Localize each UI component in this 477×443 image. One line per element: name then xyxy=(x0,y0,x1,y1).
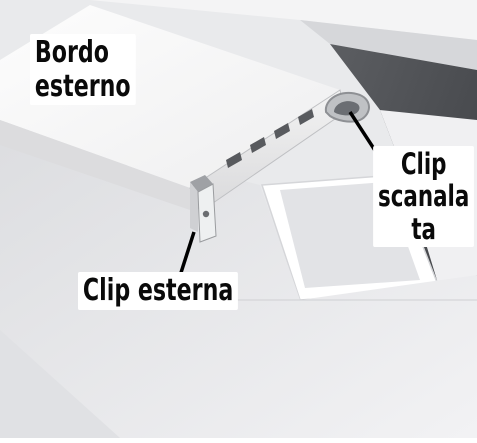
outer-edge-label: Bordo esterno xyxy=(30,34,136,106)
lower-slab xyxy=(0,120,477,438)
slotted-clip-hole xyxy=(334,101,360,116)
rail-slots xyxy=(226,109,314,168)
far-plank-shadow xyxy=(300,20,477,70)
slotted-clip-label: Clip scanala ta xyxy=(373,146,475,248)
external-clip-top xyxy=(190,175,213,192)
rail-slot xyxy=(250,137,266,153)
external-clip-side xyxy=(190,182,198,232)
screw-icon xyxy=(202,210,210,218)
rail-slot xyxy=(274,123,290,139)
rail-slot xyxy=(226,152,242,168)
external-clip-label: Clip esterna xyxy=(78,272,239,310)
rail-slot xyxy=(298,109,314,125)
board-front xyxy=(0,120,190,210)
lower-slab-shade xyxy=(0,330,120,438)
slotted-clip xyxy=(324,92,370,123)
far-plank xyxy=(90,0,477,40)
external-clip xyxy=(190,175,217,243)
